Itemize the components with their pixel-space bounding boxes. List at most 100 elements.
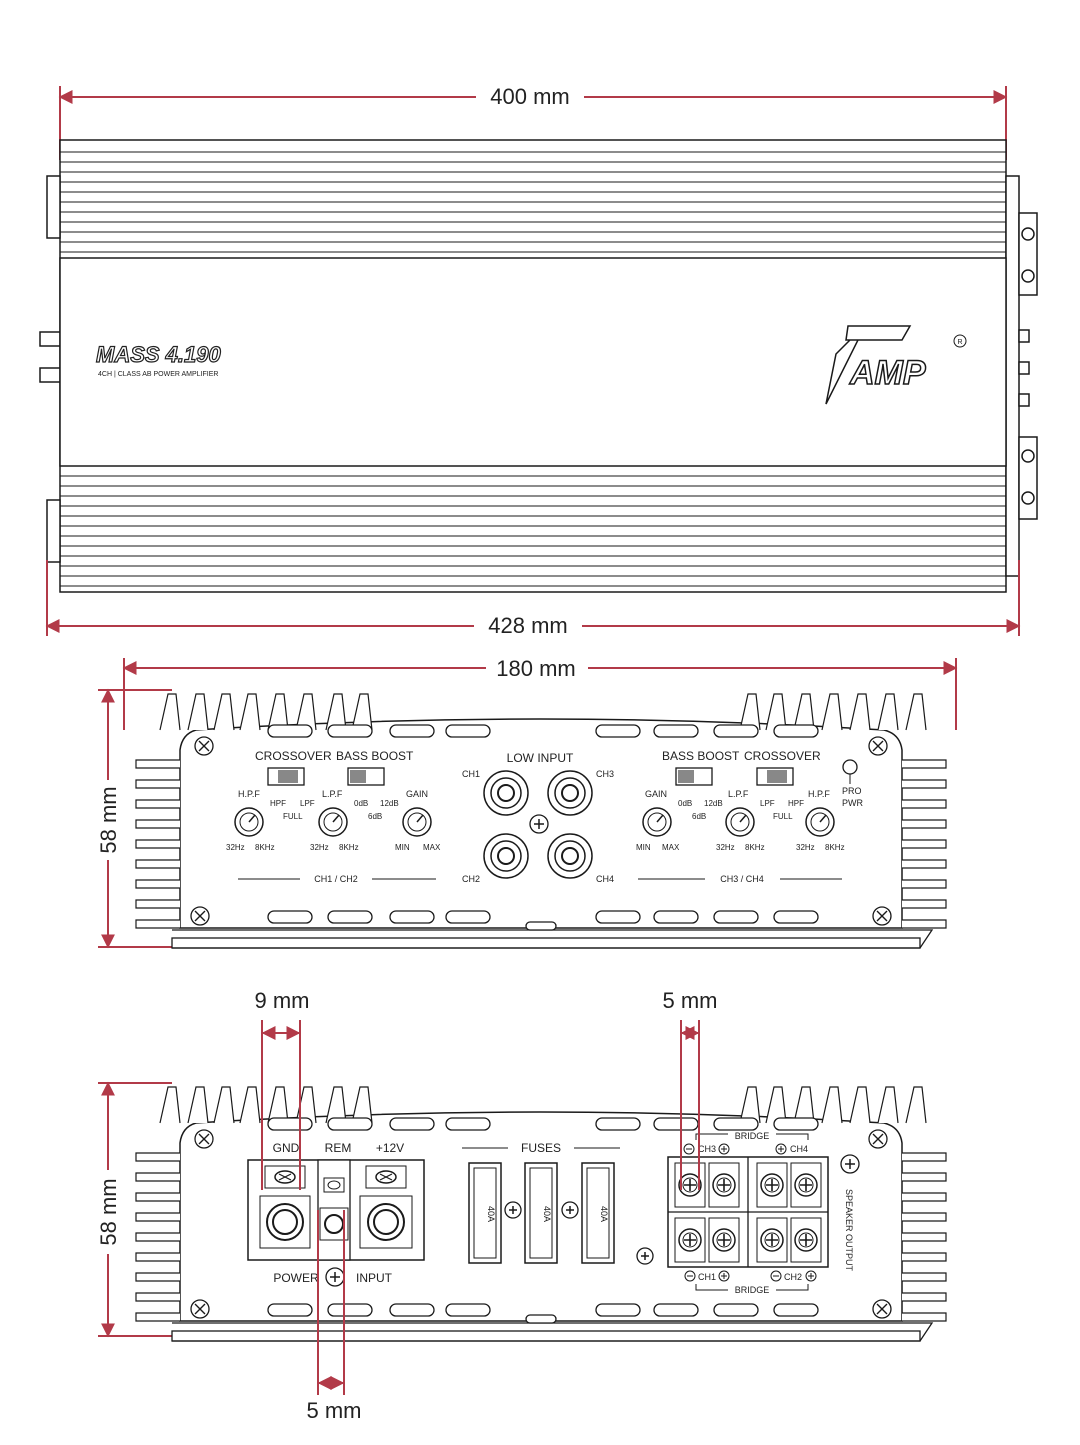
front-panel: 180 mm 58 mm CROSSOVER BASS BOOST HPF LP… — [96, 656, 958, 949]
fuse-2-rating: 40A — [542, 1206, 552, 1222]
rca-ch3-label: CH3 — [596, 769, 614, 779]
gain-left-min: MIN — [395, 843, 410, 852]
crossover-right-label: CROSSOVER — [744, 749, 821, 763]
rem-label: REM — [325, 1141, 352, 1155]
speaker-screw-icon[interactable] — [708, 1217, 740, 1263]
rca-ch2-label: CH2 — [462, 874, 480, 884]
rca-ch4-label: CH4 — [596, 874, 614, 884]
gain-left-knob[interactable] — [402, 807, 432, 837]
spk-ch1-minus-icon — [684, 1270, 696, 1282]
power-input-screw — [325, 1267, 345, 1287]
gain-right-min: MIN — [636, 843, 651, 852]
speaker-screw-icon[interactable] — [674, 1162, 706, 1208]
hpf-right-label: H.P.F — [808, 789, 830, 799]
brand-text: AMP — [849, 354, 926, 392]
group-left-label: CH1 / CH2 — [314, 874, 358, 884]
spk-ch2-plus-icon — [805, 1270, 817, 1282]
sw-lpf-left: LPF — [300, 799, 315, 808]
dim-180 — [122, 658, 958, 730]
plus12v-terminal[interactable] — [359, 1165, 413, 1249]
speaker-screw-icon[interactable] — [674, 1217, 706, 1263]
sw-lpf-right: LPF — [760, 799, 775, 808]
spk-ch3-label: CH3 — [698, 1144, 716, 1154]
speaker-screw-icon — [840, 1154, 860, 1174]
dim-5mm-right — [680, 1020, 700, 1190]
speaker-screw-icon[interactable] — [756, 1162, 788, 1208]
rca-ch4[interactable] — [547, 833, 593, 879]
sw-12db-right: 12dB — [704, 799, 723, 808]
speaker-screw-icon[interactable] — [708, 1162, 740, 1208]
speaker-screw-icon[interactable] — [790, 1217, 822, 1263]
gain-right-max: MAX — [662, 843, 680, 852]
gain-right-knob[interactable] — [642, 807, 672, 837]
fuse-screw-2 — [561, 1201, 579, 1219]
lpf-right-high: 8KHz — [745, 843, 765, 852]
fuse-1[interactable]: 40A — [468, 1162, 502, 1264]
gnd-terminal[interactable] — [259, 1165, 311, 1249]
speaker-screws[interactable] — [674, 1162, 822, 1263]
sw-hpf-left: HPF — [270, 799, 286, 808]
hpf-left-low: 32Hz — [226, 843, 245, 852]
sw-full-right: FULL — [773, 812, 793, 821]
lpf-left-knob[interactable] — [318, 807, 348, 837]
pwr-label: PWR — [842, 798, 863, 808]
hpf-left-high: 8KHz — [255, 843, 275, 852]
top-view: 400 mm MASS 4.190 4CH | CLASS AB POWER A… — [39, 84, 1038, 638]
dim-58-front-label: 58 mm — [96, 786, 121, 853]
spk-ch4-plus-icon — [775, 1143, 787, 1155]
dim-58-rear — [98, 1081, 172, 1338]
spk-ch1-label: CH1 — [698, 1272, 716, 1282]
rca-ch2[interactable] — [483, 833, 529, 879]
dim-400-label: 400 mm — [490, 84, 569, 109]
top-plate — [59, 257, 1007, 467]
gain-left-label: GAIN — [406, 789, 428, 799]
spk-ch4-label: CH4 — [790, 1144, 808, 1154]
bass-boost-right-switch-knob — [678, 770, 694, 783]
lpf-right-knob[interactable] — [725, 807, 755, 837]
panel-screw-mid — [636, 1247, 654, 1265]
rear-panel: 9 mm 5 mm 58 mm GND REM +12V — [96, 988, 947, 1423]
fuse-screw-1 — [504, 1201, 522, 1219]
bridge-top-label: BRIDGE — [735, 1131, 770, 1141]
dim-5mm-bottom — [317, 1210, 345, 1395]
dim-5mm-right-label: 5 mm — [663, 988, 718, 1013]
speaker-screw-icon[interactable] — [756, 1217, 788, 1263]
sw-0db-right: 0dB — [678, 799, 692, 808]
plus12v-label: +12V — [376, 1141, 404, 1155]
hpf-left-label: H.P.F — [238, 789, 260, 799]
lpf-left-low: 32Hz — [310, 843, 329, 852]
low-input-label: LOW INPUT — [507, 751, 574, 765]
dim-9mm — [261, 1020, 301, 1190]
power-led-icon — [842, 759, 858, 775]
dim-58-rear-label: 58 mm — [96, 1178, 121, 1245]
model-name: MASS 4.190 — [96, 342, 221, 367]
group-right-label: CH3 / CH4 — [720, 874, 764, 884]
crossover-left-switch-knob — [278, 770, 298, 783]
input-label: INPUT — [356, 1271, 393, 1285]
dim-428-label: 428 mm — [488, 613, 567, 638]
spk-ch1-plus-icon — [718, 1270, 730, 1282]
sw-hpf-right: HPF — [788, 799, 804, 808]
center-screw — [529, 814, 549, 834]
lpf-left-label: L.P.F — [322, 789, 343, 799]
gnd-label: GND — [273, 1141, 300, 1155]
spk-ch2-minus-icon — [770, 1270, 782, 1282]
lpf-left-high: 8KHz — [339, 843, 359, 852]
model-subtitle: 4CH | CLASS AB POWER AMPLIFIER — [98, 371, 218, 378]
fuse-3[interactable]: 40A — [581, 1162, 615, 1264]
brand-logo: AMP R — [825, 325, 967, 405]
gain-left-max: MAX — [423, 843, 441, 852]
crossover-left-label: CROSSOVER — [255, 749, 332, 763]
lpf-right-low: 32Hz — [716, 843, 735, 852]
hpf-right-low: 32Hz — [796, 843, 815, 852]
speaker-screw-icon[interactable] — [790, 1162, 822, 1208]
rca-ch1[interactable] — [483, 770, 529, 816]
fuse-2[interactable]: 40A — [524, 1162, 558, 1264]
rca-ch3[interactable] — [547, 770, 593, 816]
dim-5mm-bottom-label: 5 mm — [307, 1398, 362, 1423]
dim-58-front — [98, 688, 172, 949]
hpf-left-knob[interactable] — [234, 807, 264, 837]
hpf-right-knob[interactable] — [805, 807, 835, 837]
crossover-right-switch-knob — [767, 770, 787, 783]
